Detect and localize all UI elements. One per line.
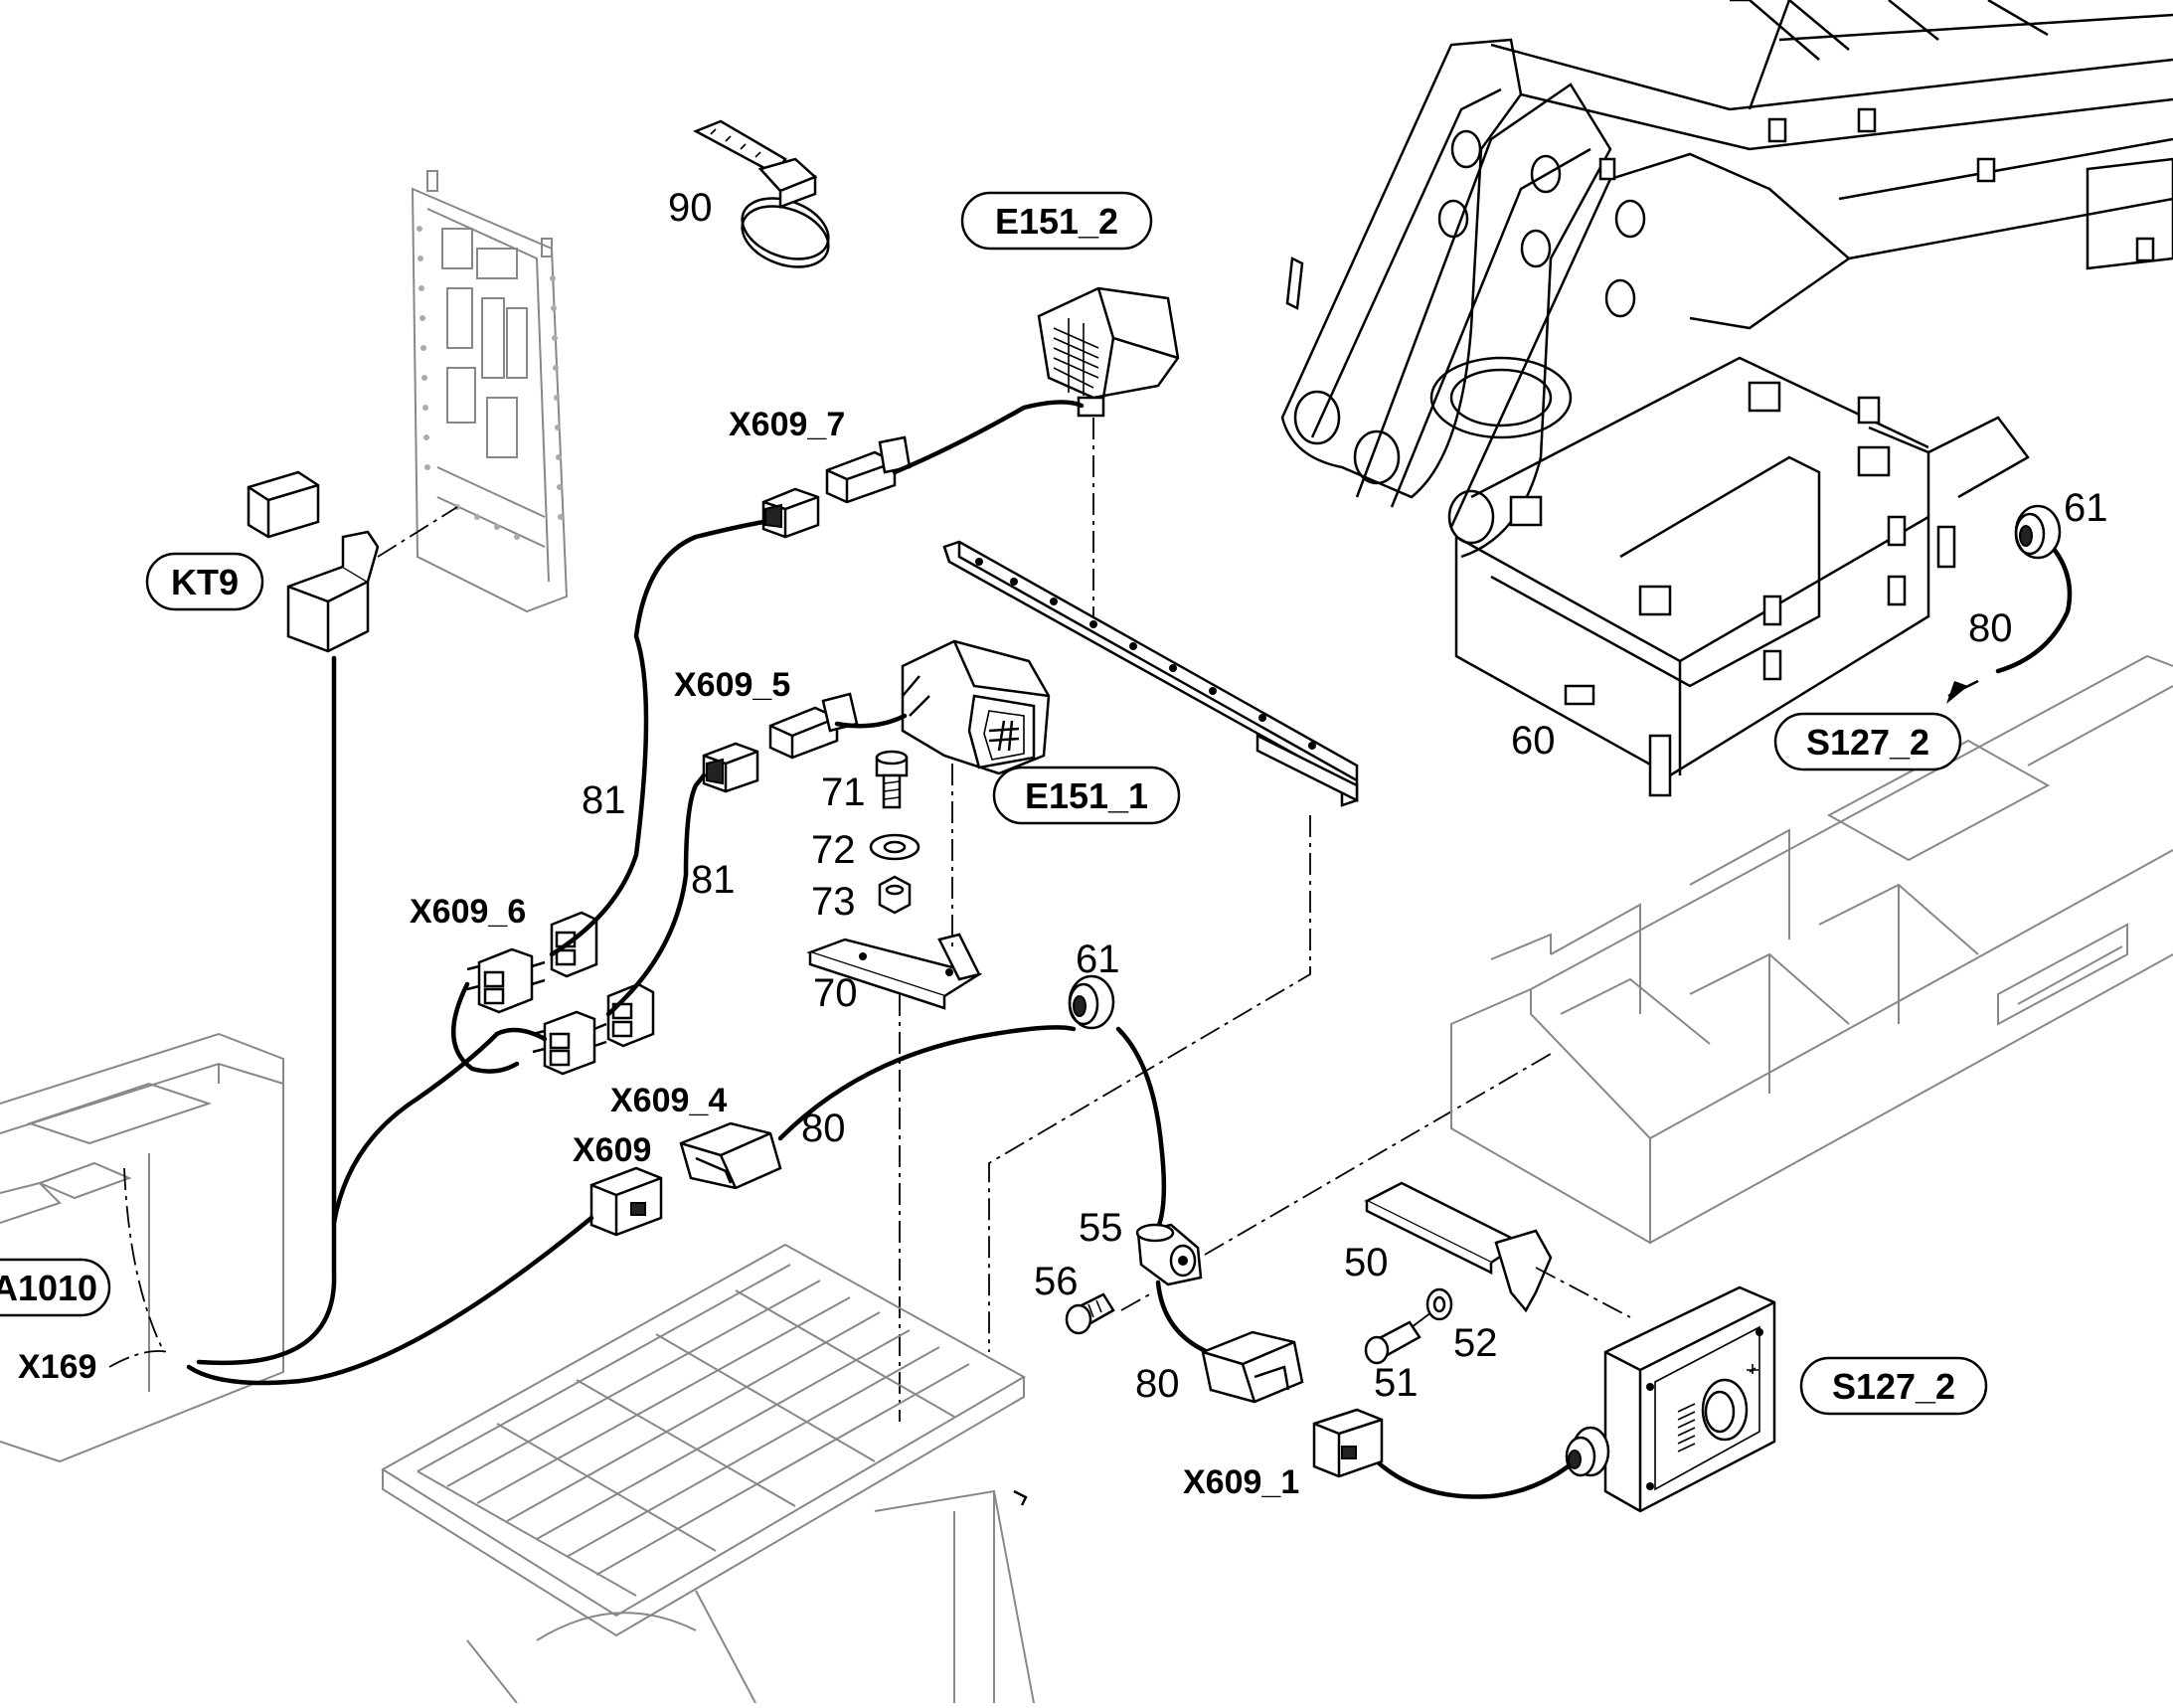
callout-e151-1: E151_1 — [992, 766, 1181, 825]
part-number-71: 71 — [821, 770, 866, 814]
connector-x609-5 — [702, 692, 859, 793]
switch-box-s127-2 — [1565, 1285, 1776, 1513]
part-number-80-lower: 80 — [1135, 1362, 1180, 1406]
washer-52 — [1425, 1287, 1453, 1321]
callout-a1010: A1010 — [0, 1258, 111, 1317]
cabinet-a1010 — [0, 1032, 284, 1463]
part-number-81-right: 81 — [691, 858, 736, 902]
work-light-e151-1 — [901, 639, 1051, 775]
nut-73 — [878, 875, 912, 915]
grommet-61-center — [1068, 974, 1115, 1030]
connector-80-lower — [1201, 1330, 1304, 1404]
part-number-60: 60 — [1511, 719, 1556, 763]
mounting-plate-70 — [806, 933, 983, 1010]
connector-x609-6 — [466, 911, 598, 1014]
connector-label-x609-6: X609_6 — [410, 893, 526, 931]
wiring-harness-81 — [186, 400, 2073, 1499]
part-number-61-center: 61 — [1076, 938, 1120, 981]
part-number-50: 50 — [1344, 1241, 1389, 1284]
connector-x609 — [589, 1121, 782, 1237]
callout-s127-2-bottom-text: S127_2 — [1832, 1366, 1955, 1407]
cab-roof — [381, 1243, 1035, 1704]
part-number-70: 70 — [813, 971, 858, 1015]
connector-label-x609-7: X609_7 — [729, 406, 845, 443]
machine-frame-upper — [1280, 0, 2173, 797]
bracket-50 — [1364, 1181, 1553, 1313]
connector-label-x609-4: X609_4 — [610, 1082, 727, 1119]
mounting-bracket-rail — [942, 540, 1359, 807]
connector-x609-7 — [761, 435, 912, 539]
callout-kt9-text: KT9 — [171, 562, 239, 602]
connector-x609-4 — [532, 982, 655, 1076]
connector-label-x169: X169 — [18, 1348, 96, 1386]
part-number-80-right: 80 — [1968, 606, 2013, 650]
part-number-61-right: 61 — [2064, 486, 2108, 530]
grommet-61-right — [2014, 504, 2062, 560]
part-number-72: 72 — [811, 828, 856, 872]
callout-kt9: KT9 — [145, 552, 264, 611]
part-number-73: 73 — [811, 880, 856, 924]
part-number-51: 51 — [1374, 1361, 1419, 1405]
connector-x609-1 — [1312, 1408, 1384, 1478]
part-number-90: 90 — [668, 186, 713, 230]
callout-a1010-text: A1010 — [0, 1268, 97, 1308]
part-number-80-center: 80 — [801, 1107, 846, 1150]
part-number-52: 52 — [1453, 1321, 1498, 1365]
cable-tie-90 — [693, 119, 830, 268]
work-light-e151-2 — [1037, 286, 1180, 418]
cable-clamp-55 — [1135, 1223, 1203, 1286]
bolt-71 — [875, 750, 909, 809]
washer-72 — [869, 833, 920, 861]
part-number-81-left: 81 — [582, 778, 626, 822]
callout-s127-2-top-text: S127_2 — [1806, 722, 1929, 763]
callout-s127-2-bottom: S127_2 — [1799, 1356, 1988, 1416]
connector-label-x609-1: X609_1 — [1183, 1463, 1299, 1501]
connector-label-x609-5: X609_5 — [674, 666, 790, 704]
screw-51 — [1364, 1320, 1421, 1365]
callout-s127-2-top: S127_2 — [1773, 712, 1962, 771]
screw-56 — [1065, 1292, 1115, 1335]
callout-e151-1-text: E151_1 — [1025, 775, 1148, 816]
control-board-panel — [411, 170, 569, 613]
part-number-55: 55 — [1079, 1206, 1123, 1250]
callout-e151-2-text: E151_2 — [995, 201, 1118, 242]
part-number-56: 56 — [1034, 1260, 1079, 1303]
relay-kt9 — [247, 470, 380, 653]
arrow-to-s127-2 — [1946, 681, 1968, 704]
connector-label-x609: X609 — [573, 1131, 651, 1169]
callout-e151-2: E151_2 — [960, 191, 1153, 251]
